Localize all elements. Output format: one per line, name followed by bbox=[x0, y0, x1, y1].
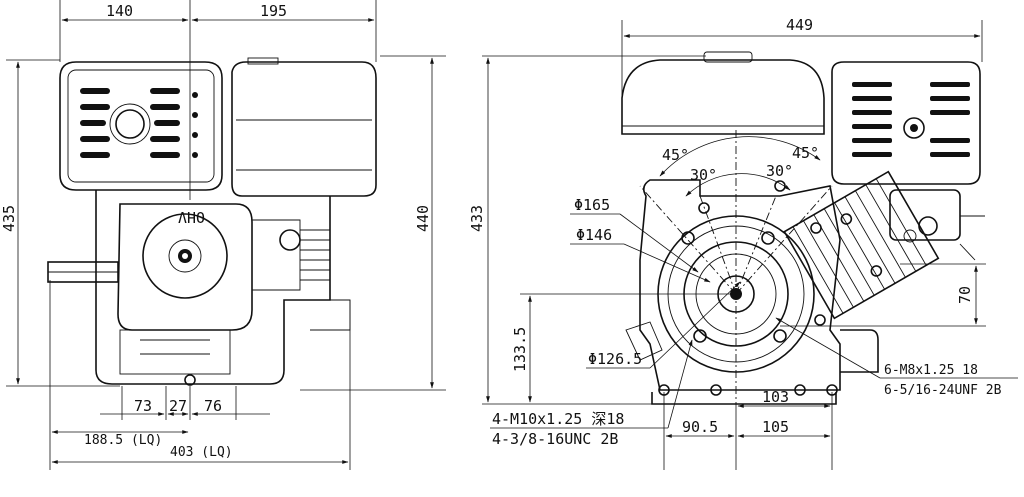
front-dim-103: 103 bbox=[762, 388, 789, 406]
front-air-cleaner bbox=[831, 61, 981, 185]
front-dim-90: 90.5 bbox=[682, 418, 718, 436]
front-angle-45-right: 45° bbox=[792, 144, 819, 162]
side-fuel-tank bbox=[231, 57, 377, 197]
front-carburetor bbox=[889, 189, 985, 261]
front-shaft-height-dimension bbox=[520, 293, 736, 403]
side-dim-435: 435 bbox=[0, 205, 18, 232]
side-dim-403: 403 (LQ) bbox=[170, 445, 233, 460]
front-top-dimension bbox=[621, 20, 983, 105]
side-dim-195: 195 bbox=[260, 2, 287, 20]
front-angle-lines bbox=[639, 130, 833, 404]
front-dim-433: 433 bbox=[468, 205, 486, 232]
front-phi-126: Φ126.5 bbox=[588, 350, 642, 368]
front-bolt-unf: 6-5/16-24UNF 2B bbox=[884, 383, 1002, 398]
side-dim-76: 76 bbox=[204, 397, 222, 415]
side-top-dimensions bbox=[59, 0, 377, 200]
front-bolt-metric: 6-M8x1.25 18 bbox=[884, 363, 978, 378]
front-dim-105: 105 bbox=[762, 418, 789, 436]
side-height-dimensions bbox=[6, 55, 446, 391]
front-base-leader bbox=[490, 339, 693, 429]
front-crankcase bbox=[625, 179, 879, 405]
side-brand-mark: OHV bbox=[178, 208, 205, 226]
front-phi-165: Φ165 bbox=[574, 196, 610, 214]
front-angle-30-right: 30° bbox=[766, 162, 793, 180]
front-bolt-leader bbox=[775, 317, 1018, 379]
front-angle-45-left: 45° bbox=[662, 146, 689, 164]
side-crankcase bbox=[95, 190, 351, 386]
front-diameter-leaders bbox=[570, 213, 741, 369]
front-bottom-dimensions bbox=[663, 392, 833, 470]
front-dim-449: 449 bbox=[786, 16, 813, 34]
front-dim-70-lines bbox=[780, 263, 986, 327]
side-view: 140 195 435 440 bbox=[0, 0, 446, 470]
front-phi-146: Φ146 bbox=[576, 226, 612, 244]
side-air-cleaner bbox=[59, 61, 223, 191]
side-bottom-dimensions bbox=[49, 280, 351, 470]
side-output-shaft bbox=[47, 261, 119, 283]
front-view: 449 433 133.5 bbox=[468, 16, 1018, 470]
front-fuel-tank bbox=[621, 51, 825, 135]
side-dim-27: 27 bbox=[169, 397, 187, 415]
front-height-dimension bbox=[482, 55, 706, 405]
front-dim-70: 70 bbox=[956, 286, 974, 304]
front-base-metric: 4-M10x1.25 深18 bbox=[492, 410, 624, 428]
side-dim-188: 188.5 (LQ) bbox=[84, 433, 162, 448]
front-dim-133: 133.5 bbox=[511, 327, 529, 372]
front-cylinder bbox=[783, 170, 940, 320]
front-angle-30-left: 30° bbox=[690, 166, 717, 184]
front-base-unc: 4-3/8-16UNC 2B bbox=[492, 430, 618, 448]
side-dim-140: 140 bbox=[106, 2, 133, 20]
side-dim-440: 440 bbox=[414, 205, 432, 232]
side-dim-73: 73 bbox=[134, 397, 152, 415]
